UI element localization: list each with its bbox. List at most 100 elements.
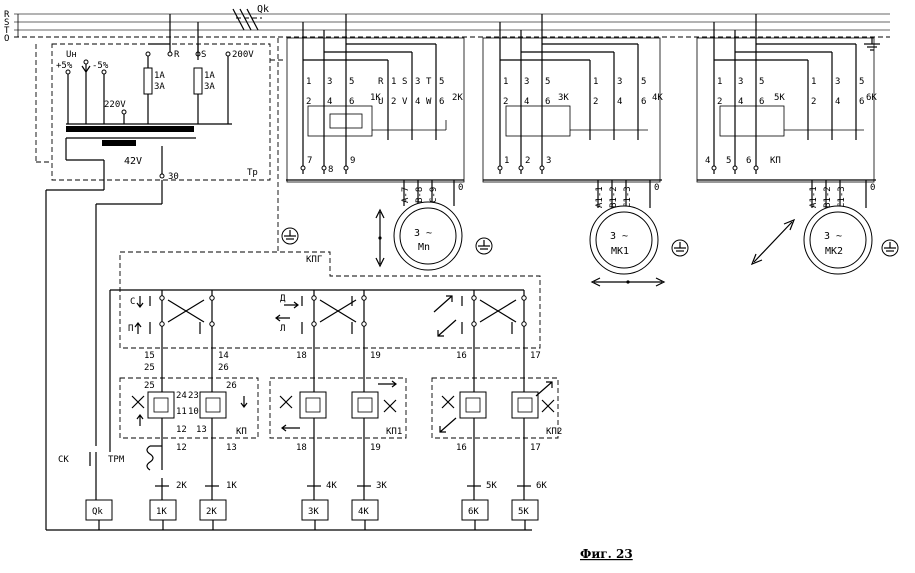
cg2-r-bot-4: 4 bbox=[617, 97, 622, 107]
wire-19: 19 bbox=[370, 351, 381, 361]
wire-19b: 19 bbox=[370, 443, 381, 453]
cg2-bot-2: 2 bbox=[503, 97, 508, 107]
stop-button-sk: СК bbox=[58, 452, 97, 500]
interlock-3k: 3К bbox=[376, 481, 387, 491]
figure-caption: Фиг. 23 bbox=[580, 547, 633, 561]
tap-label-s: S bbox=[201, 50, 206, 60]
cg2-top-5: 5 bbox=[545, 77, 550, 87]
contactor-group-1: 1 3 5 2 4 6 1K 1 3 5 2 4 6 R S T U V W 2… bbox=[286, 14, 465, 183]
motor-mn-lead-0: 0 bbox=[458, 183, 463, 193]
cg2-top-1: 1 bbox=[503, 77, 508, 87]
motor-mn-lead-a: A-7 bbox=[401, 187, 411, 203]
terminal-30-label: 30 bbox=[168, 172, 179, 182]
cg1-term-8: 8 bbox=[328, 165, 333, 175]
cg2-r-bot-6: 6 bbox=[641, 97, 646, 107]
motor-mk2: A1-1 B1-2 C1-3 0 3 ~ MK2 bbox=[697, 179, 899, 275]
control-circuit: СК ТРМ 2К 1К 4К 3К 5К 6 bbox=[45, 160, 547, 531]
cg3-top-1: 1 bbox=[717, 77, 722, 87]
motor-mk1-id: MK1 bbox=[611, 246, 629, 257]
kp-wire-24: 24 bbox=[176, 391, 187, 401]
coil-6k-label: 6K bbox=[468, 507, 479, 517]
pendant-label-p: П bbox=[128, 324, 133, 334]
motor-mk2-lead-b: B1-2 bbox=[823, 186, 833, 208]
main-switch-label: Qk bbox=[257, 4, 269, 15]
cg1-bot-6: 6 bbox=[349, 97, 354, 107]
cg3-top-5: 5 bbox=[759, 77, 764, 87]
phase-u-label: U bbox=[378, 97, 383, 107]
motor-mk1-kind: 3 ~ bbox=[610, 231, 628, 242]
motor-mk1-lead-c: C1-3 bbox=[623, 186, 633, 208]
cg3-r-bot-4: 4 bbox=[835, 97, 840, 107]
coil-2k-label: 2K bbox=[206, 507, 217, 517]
cg2-term-1: 1 bbox=[504, 156, 509, 166]
wire-12b: 12 bbox=[176, 443, 187, 453]
cg3-r-top-5: 5 bbox=[859, 77, 864, 87]
coil-qk-label: Qk bbox=[92, 507, 103, 517]
interlock-contacts: 2К 1К 4К 3К 5К 6К bbox=[155, 470, 547, 500]
pendant-kpg: КПГ С П Д Л bbox=[109, 38, 541, 452]
cg2-r-bot-2: 2 bbox=[593, 97, 598, 107]
motor-mk1: A1-1 B1-2 C1-3 0 3 ~ MK1 bbox=[483, 179, 689, 287]
kp-wire-10: 10 bbox=[188, 407, 199, 417]
wire-18: 18 bbox=[296, 351, 307, 361]
wire-26: 26 bbox=[218, 363, 229, 373]
tap-label-un: Uн bbox=[66, 50, 77, 60]
cg1-r-top-1: 1 bbox=[391, 77, 396, 87]
cg1-r-bot-4: 4 bbox=[415, 97, 420, 107]
interlock-5k: 5К bbox=[486, 481, 497, 491]
stop-button-label: СК bbox=[58, 455, 69, 465]
wire-13b: 13 bbox=[226, 443, 237, 453]
cg1-top-1: 1 bbox=[306, 77, 311, 87]
cg2-bot-6: 6 bbox=[545, 97, 550, 107]
kp-wire-23: 23 bbox=[188, 391, 199, 401]
coil-1k-label: 1K bbox=[156, 507, 167, 517]
fuse-1: 1A 3A bbox=[143, 67, 165, 95]
power-bus: R S T O Qk bbox=[4, 4, 890, 51]
cg3-bot-6: 6 bbox=[759, 97, 764, 107]
motor-mn: A-7 B-8 C-9 0 3 ~ Mn bbox=[286, 179, 493, 271]
interlock-6k: 6К bbox=[536, 481, 547, 491]
motor-mk2-lead-c: C1-3 bbox=[837, 186, 847, 208]
cg1-term-9: 9 bbox=[350, 156, 355, 166]
wire-17: 17 bbox=[530, 351, 541, 361]
kp-wire-25: 25 bbox=[144, 381, 155, 391]
pendant-contacts bbox=[159, 295, 527, 327]
kp-wire-11: 11 bbox=[176, 407, 187, 417]
cg1-r-top-5: 5 bbox=[439, 77, 444, 87]
motor-mk2-id: MK2 bbox=[825, 246, 843, 257]
cg3-term-4: 4 bbox=[705, 156, 710, 166]
motor-mn-kind: 3 ~ bbox=[414, 228, 432, 239]
voltage-220v-label: 220V bbox=[104, 100, 126, 110]
motor-mn-lead-b: B-8 bbox=[415, 187, 425, 203]
cg2-top-3: 3 bbox=[524, 77, 529, 87]
cg1-term-7: 7 bbox=[307, 156, 312, 166]
cg1-bot-2: 2 bbox=[306, 97, 311, 107]
transformer-core bbox=[66, 126, 194, 132]
cg3-top-3: 3 bbox=[738, 77, 743, 87]
cg3-r-bot-6: 6 bbox=[859, 97, 864, 107]
wire-25: 25 bbox=[144, 363, 155, 373]
cg3-term-6: 6 bbox=[746, 156, 751, 166]
contactor-1k-label: 1K bbox=[370, 93, 381, 103]
contactor-4k-label: 4K bbox=[652, 93, 663, 103]
cg3-term-5: 5 bbox=[726, 156, 731, 166]
limit-switch-kp: 25 26 24 23 11 10 12 13 КП bbox=[119, 377, 259, 439]
cg1-r-top-3: 3 bbox=[415, 77, 420, 87]
phase-v-label: V bbox=[402, 97, 408, 107]
fuse-2: 1A 3A bbox=[193, 67, 215, 124]
cg3-bot-2: 2 bbox=[717, 97, 722, 107]
thermal-relay-label: ТРМ bbox=[108, 455, 125, 465]
wire-14: 14 bbox=[218, 351, 229, 361]
interlock-2k: 2К bbox=[176, 481, 187, 491]
cg3-r-top-3: 3 bbox=[835, 77, 840, 87]
motor-mk2-lead-0: 0 bbox=[870, 183, 875, 193]
contactor-6k-label: 6K bbox=[866, 93, 877, 103]
pendant-label-l: Л bbox=[280, 324, 285, 334]
pendant-id: КПГ bbox=[306, 255, 322, 265]
wire-numbers-row3: 12 13 18 19 16 17 bbox=[176, 443, 541, 453]
cg3-bot-4: 4 bbox=[738, 97, 743, 107]
tap-label-plus5: +5% bbox=[56, 61, 73, 71]
limit-switch-kp1: КП1 bbox=[269, 377, 407, 439]
cg1-r-bot-6: 6 bbox=[439, 97, 444, 107]
bus-phase-labels: R S T O bbox=[4, 10, 10, 44]
